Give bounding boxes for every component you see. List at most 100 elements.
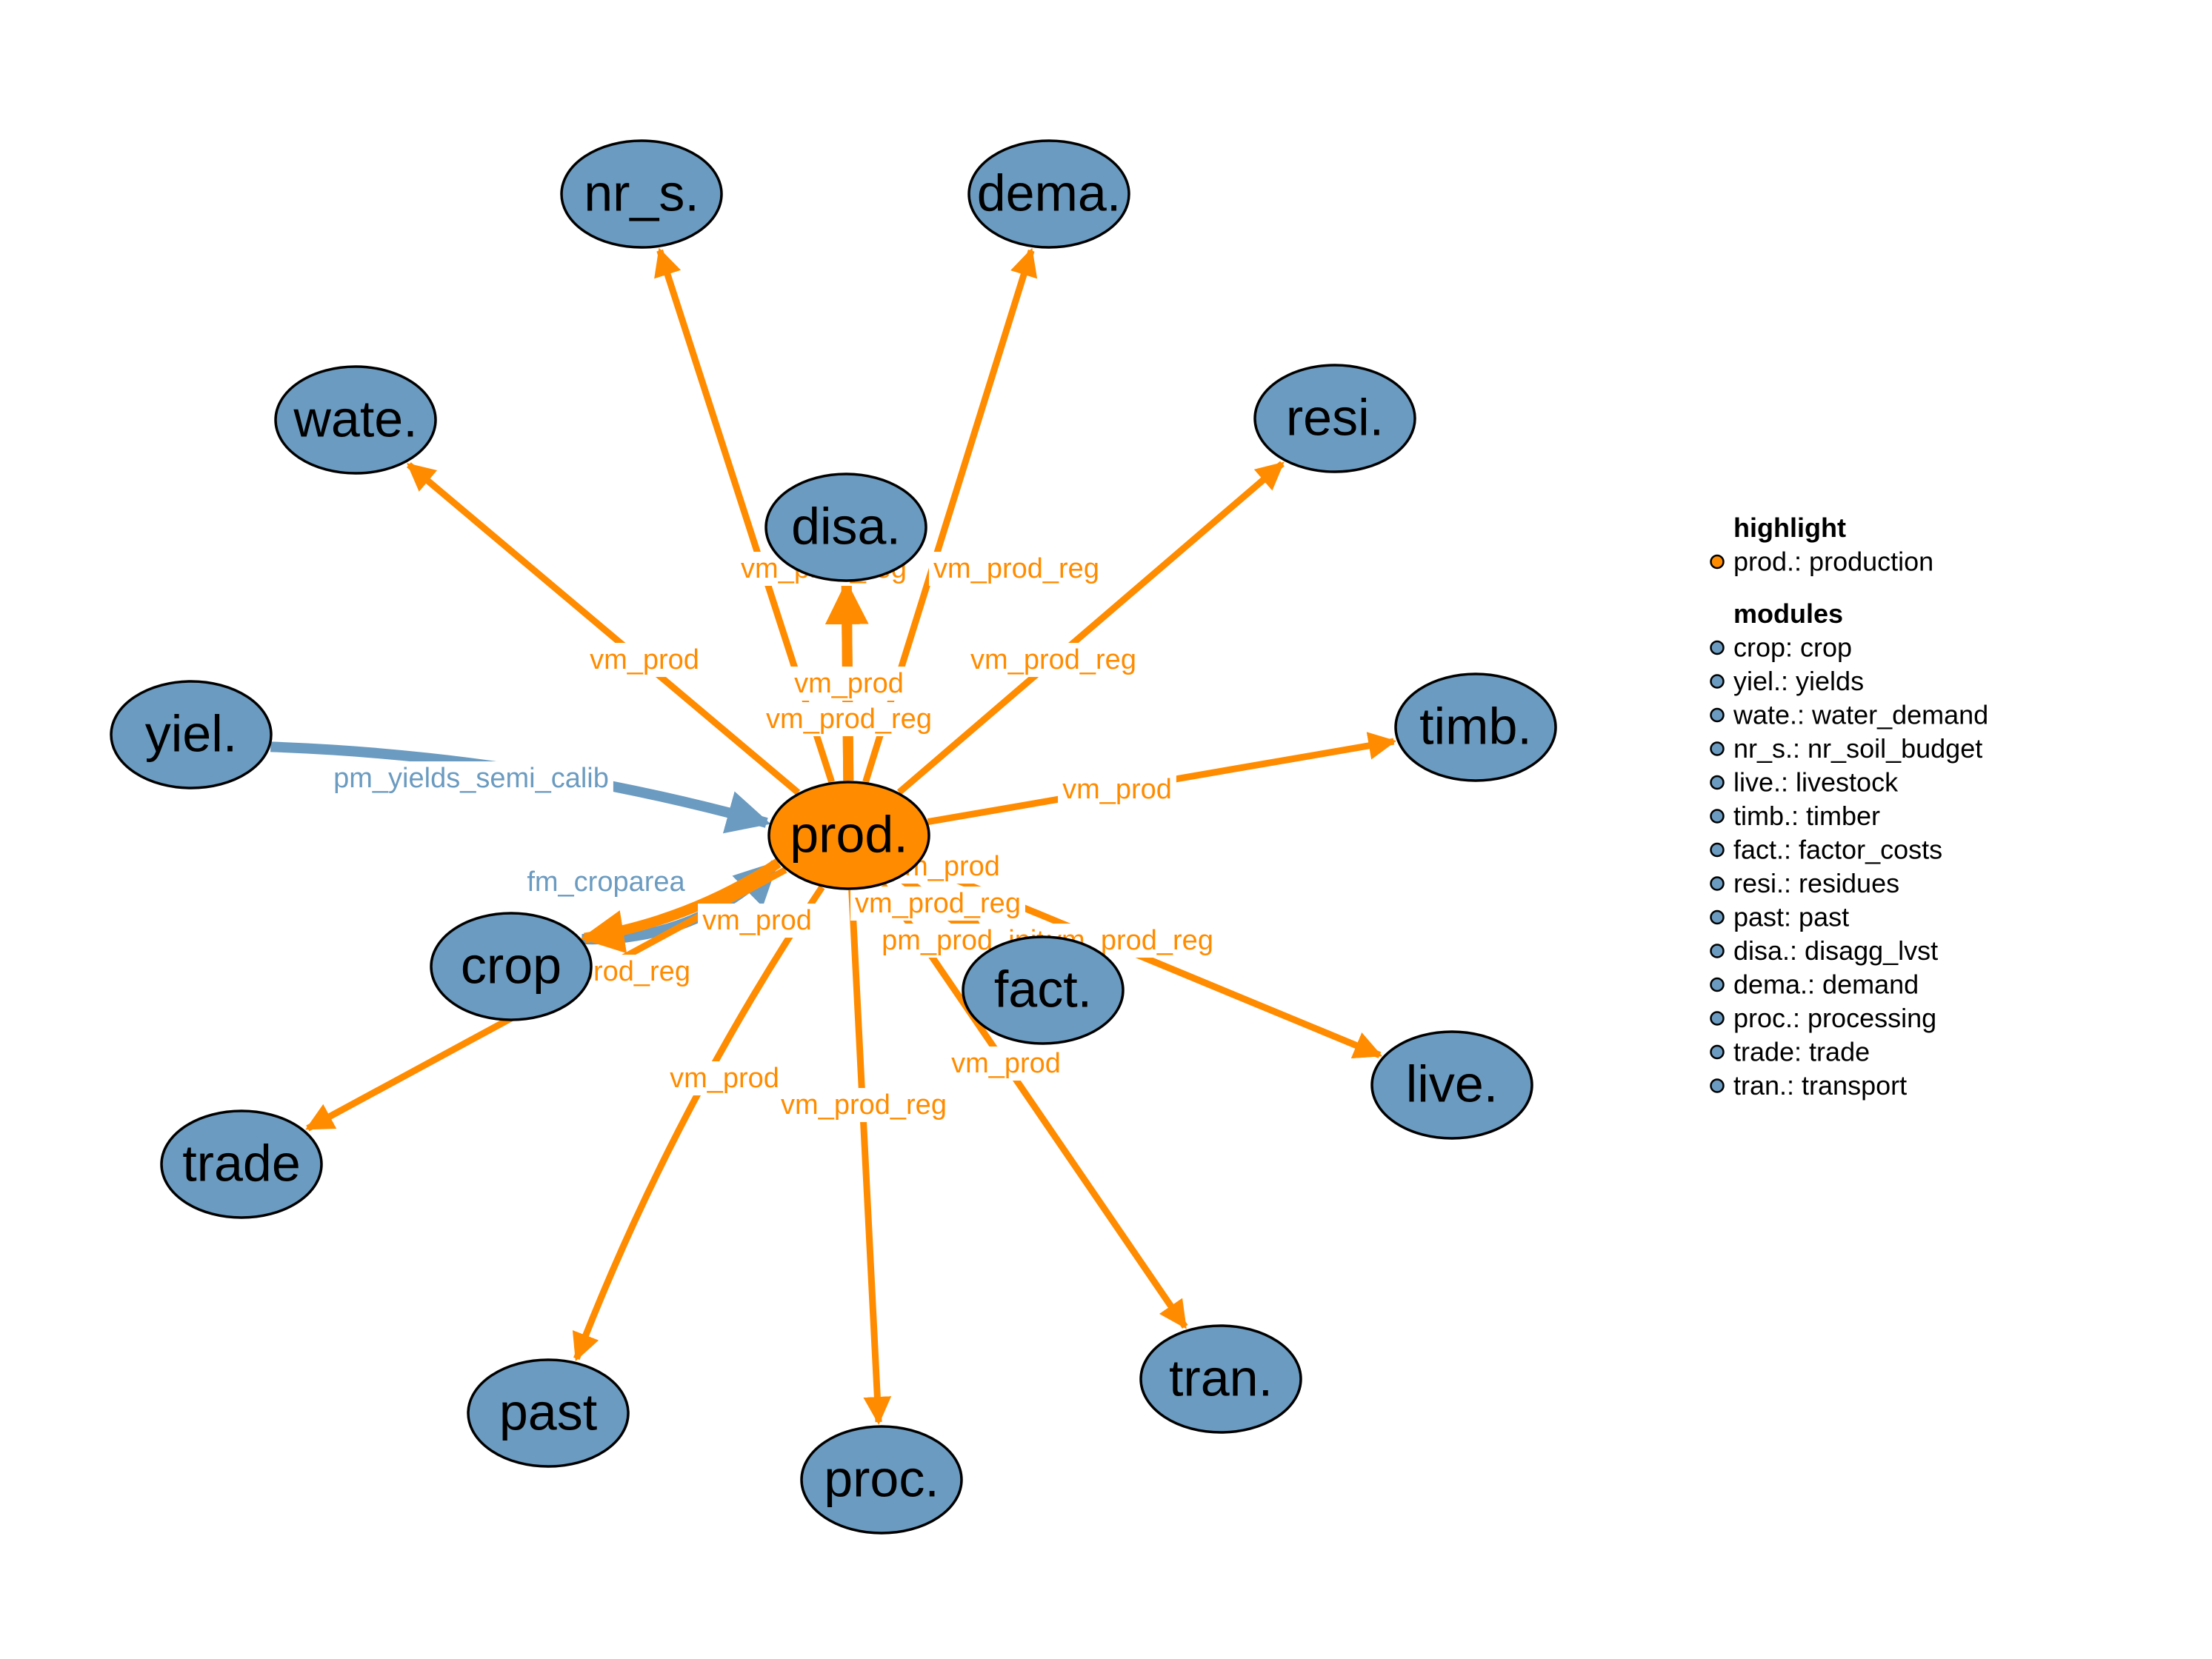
legend-label: dema.: demand	[1733, 969, 1919, 1000]
legend-swatch	[1710, 640, 1725, 655]
node-label: disa.	[791, 497, 901, 555]
legend-item: fact.: factor_costs	[1710, 835, 1942, 865]
edge-prod-to-wate	[406, 462, 801, 795]
legend-item: trade: trade	[1710, 1037, 1870, 1067]
legend-swatch	[1710, 909, 1725, 925]
legend-item: live.: livestock	[1710, 767, 1899, 798]
node-wate[interactable]: wate.	[274, 365, 437, 475]
legend-item: proc.: processing	[1710, 1003, 1936, 1033]
node-ellipse	[1370, 1030, 1533, 1140]
legend-item: nr_s.: nr_soil_budget	[1710, 733, 1982, 764]
node-label: wate.	[293, 390, 417, 447]
edge-label-background	[585, 643, 704, 678]
node-dema[interactable]: dema.	[967, 139, 1130, 249]
edge-label: vm_prod_reg	[855, 888, 1021, 919]
edge-label: vm_prod	[702, 905, 812, 936]
node-ellipse	[110, 680, 273, 790]
node-crop[interactable]: crop	[430, 912, 593, 1021]
edge-label: fm_croparea	[527, 867, 685, 898]
legend-item: tran.: transport	[1710, 1070, 1907, 1101]
legend-swatch	[1710, 741, 1725, 756]
node-prod[interactable]: prod.	[767, 781, 930, 890]
legend-item: resi.: residues	[1710, 868, 1899, 898]
node-label: yiel.	[145, 704, 237, 762]
legend-label: nr_s.: nr_soil_budget	[1733, 733, 1982, 764]
node-label: tran.	[1169, 1349, 1273, 1406]
edge-label-group: vm_prod_reg	[762, 702, 936, 737]
legend-swatch	[1710, 1078, 1725, 1093]
edge-label-background	[1058, 772, 1176, 807]
node-ellipse	[1253, 364, 1416, 473]
node-label: crop	[461, 936, 562, 994]
edge-label-group: vm_prod_reg	[850, 887, 1025, 921]
legend-swatch	[1710, 1011, 1725, 1026]
node-label: proc.	[824, 1449, 939, 1507]
edge-label: vm_prod_reg	[766, 704, 932, 735]
legend-label: crop: crop	[1733, 632, 1852, 663]
legend-label: proc.: processing	[1733, 1003, 1936, 1033]
node-ellipse	[800, 1425, 963, 1535]
edge-label: vm_prod	[590, 644, 699, 675]
edge-label-background	[522, 865, 690, 900]
legend-swatch	[1710, 876, 1725, 891]
edge-label-group: vm_prod	[585, 643, 704, 678]
edge-label-background	[790, 667, 908, 701]
legend-item: crop: crop	[1710, 632, 1852, 663]
edge-label-background	[776, 1088, 951, 1123]
edge-label: vm_prod_reg	[970, 644, 1136, 675]
legend-item: disa.: disagg_lvst	[1710, 935, 1938, 966]
legend-label: resi.: residues	[1733, 868, 1899, 898]
edge-label-group: vm_prod	[947, 1047, 1065, 1081]
legend-label: tran.: transport	[1733, 1070, 1907, 1101]
edge-label-group: vm_prod_reg	[966, 643, 1141, 678]
edge-label-group: fm_croparea	[522, 865, 690, 900]
legend-item: yiel.: yields	[1710, 666, 1864, 696]
node-label: resi.	[1286, 388, 1384, 446]
legend-item: timb.: timber	[1710, 801, 1880, 831]
edge-label-background	[966, 643, 1141, 678]
legend-label: live.: livestock	[1733, 767, 1899, 798]
edge-label-group: vm_prod_reg	[929, 552, 1104, 587]
node-label: dema.	[977, 164, 1122, 221]
edge-label: vm_prod_reg	[781, 1089, 947, 1121]
legend-item: past: past	[1710, 902, 1849, 932]
edge-label: vm_prod	[670, 1063, 779, 1094]
node-disa[interactable]: disa.	[764, 473, 927, 582]
node-trade[interactable]: trade	[160, 1109, 323, 1219]
edge-label: vm_prod	[951, 1048, 1061, 1079]
node-ellipse	[1394, 672, 1557, 782]
node-yiel[interactable]: yiel.	[110, 680, 273, 790]
node-live[interactable]: live.	[1370, 1030, 1533, 1140]
edge-label-group: vm_prod	[790, 667, 908, 701]
legend-label: prod.: production	[1733, 547, 1933, 577]
legend-label: disa.: disagg_lvst	[1733, 935, 1938, 966]
edge-label: vm_prod	[794, 668, 904, 699]
node-nr_s[interactable]: nr_s.	[560, 139, 723, 249]
edge-label-background	[665, 1061, 784, 1096]
node-ellipse	[160, 1109, 323, 1219]
edge-label-background	[762, 702, 936, 737]
legend-label: yiel.: yields	[1733, 666, 1864, 696]
node-ellipse	[467, 1358, 630, 1468]
legend-title: modules	[1733, 598, 1843, 629]
node-tran[interactable]: tran.	[1139, 1324, 1302, 1434]
edge-label-background	[929, 552, 1104, 587]
node-ellipse	[430, 912, 593, 1021]
edge-label: vm_prod_reg	[933, 553, 1099, 584]
node-label: fact.	[994, 960, 1092, 1018]
legend-item: dema.: demand	[1710, 969, 1919, 1000]
edge-prod-to-resi	[896, 461, 1285, 795]
node-label: past	[499, 1383, 597, 1441]
node-fact[interactable]: fact.	[962, 935, 1125, 1045]
edge-prod-to-proc	[848, 889, 892, 1425]
edge-label: vm_prod	[1062, 774, 1172, 805]
node-past[interactable]: past	[467, 1358, 630, 1468]
legend-swatch	[1710, 977, 1725, 992]
node-label: trade	[182, 1134, 301, 1192]
legend-item: wate.: water_demand	[1710, 700, 1988, 730]
node-proc[interactable]: proc.	[800, 1425, 963, 1535]
legend-label: trade: trade	[1733, 1037, 1870, 1067]
node-timb[interactable]: timb.	[1394, 672, 1557, 782]
node-resi[interactable]: resi.	[1253, 364, 1416, 473]
